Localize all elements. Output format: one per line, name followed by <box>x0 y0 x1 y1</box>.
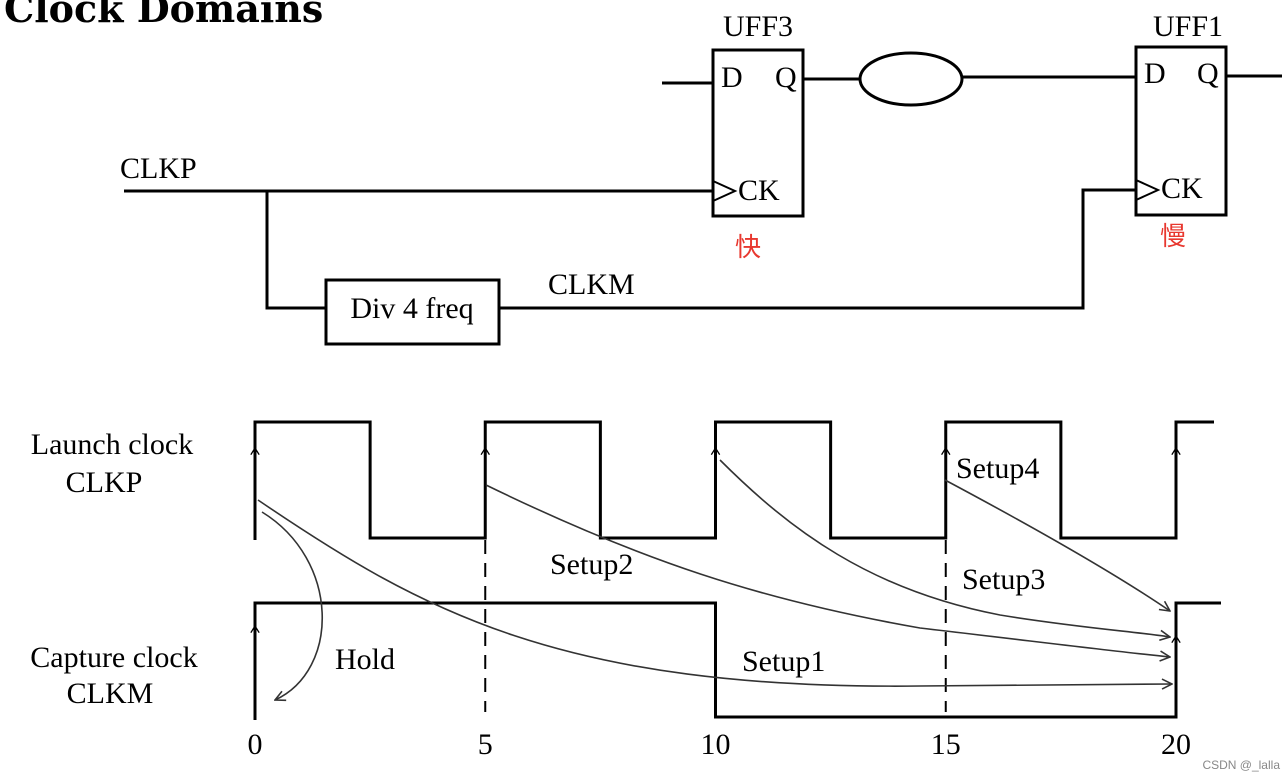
time-guide-lines <box>484 540 947 712</box>
flop-uff1 <box>1134 45 1228 217</box>
setup1-label: Setup1 <box>742 645 825 678</box>
uff3-ck-pin-label: CK <box>738 174 780 207</box>
uff3-name-label: UFF3 <box>723 10 793 43</box>
uff1-speed-note: 慢 <box>1160 222 1186 252</box>
uff1-clock-triangle-icon <box>1135 179 1161 201</box>
setup4-label: Setup4 <box>956 452 1039 485</box>
uff3-clock-triangle-icon <box>712 180 738 202</box>
time-tick-label: 20 <box>1161 728 1191 761</box>
hold-arrow <box>261 511 324 700</box>
uff3-d-pin-label: D <box>721 61 743 94</box>
uff1-ck-pin-label: CK <box>1161 172 1203 205</box>
circuit-schematic <box>124 45 1282 346</box>
capture-clock-label-line2: CLKM <box>67 677 154 710</box>
launch-clock-label-line2: CLKP <box>66 466 143 499</box>
launch-clock-label-line1: Launch clock <box>31 428 193 461</box>
setup3-arrow <box>719 459 1170 637</box>
time-tick-label: 5 <box>478 728 493 761</box>
setup2-arrow <box>485 484 1170 657</box>
setup2-label: Setup2 <box>550 548 633 581</box>
setup1-arrow <box>257 499 1172 686</box>
clkp-label: CLKP <box>120 152 197 185</box>
divider-label: Div 4 freq <box>350 292 473 325</box>
capture-clock-waveform <box>253 601 1221 720</box>
uff3-q-pin-label: Q <box>775 61 797 94</box>
time-tick-label: 0 <box>248 728 263 761</box>
clkm-wire <box>499 188 1136 310</box>
time-tick-label: 15 <box>931 728 961 761</box>
flop-uff3 <box>711 48 805 218</box>
rising-edge-markers <box>255 448 1176 660</box>
divider-box <box>324 278 501 346</box>
page-title: Clock Domains <box>4 0 323 31</box>
setup4-arrow <box>944 479 1170 611</box>
time-axis-ticks: 0 5 10 15 20 <box>248 728 1192 761</box>
uff1-q-pin-label: Q <box>1197 57 1219 90</box>
time-tick-label: 10 <box>701 728 731 761</box>
watermark: CSDN @_lalla <box>1202 758 1280 772</box>
setup3-label: Setup3 <box>962 563 1045 596</box>
uff1-d-pin-label: D <box>1144 57 1166 90</box>
uff3-speed-note: 快 <box>735 233 761 263</box>
hold-label: Hold <box>335 643 395 676</box>
timing-check-arrows <box>257 459 1172 700</box>
clkm-label: CLKM <box>548 268 635 301</box>
uff1-name-label: UFF1 <box>1153 10 1223 43</box>
clkp-branch-wire <box>265 191 326 310</box>
launch-clock-waveform <box>253 420 1214 540</box>
capture-clock-label-line1: Capture clock <box>30 641 197 674</box>
logic-cloud <box>858 51 964 107</box>
